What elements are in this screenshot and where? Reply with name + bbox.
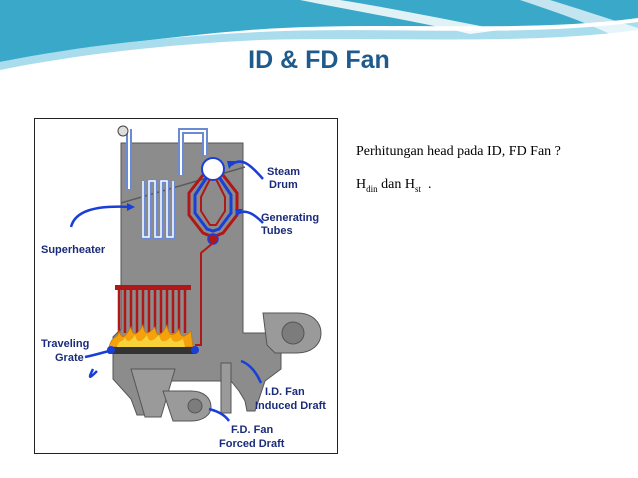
- slide-body-text: Perhitungan head pada ID, FD Fan ? Hdin …: [356, 144, 626, 211]
- downcomer-pipe: [195, 242, 214, 346]
- h-dynamic-base: H: [356, 177, 367, 192]
- id-fan-rotor: [281, 321, 305, 345]
- label-generating-tubes-line2: Tubes: [261, 225, 293, 237]
- pointer-arrows: [69, 160, 264, 422]
- label-fd-fan-line1: F.D. Fan: [231, 424, 273, 436]
- label-steam-drum-line1: Steam: [267, 166, 300, 178]
- superheater-coils: [141, 179, 175, 239]
- label-traveling-grate-line1: Traveling: [41, 338, 89, 350]
- label-steam-drum-line2: Drum: [269, 179, 298, 191]
- fd-fan-duct: [162, 390, 212, 422]
- steam-drum: [201, 157, 225, 181]
- label-fd-fan-line2: Forced Draft: [219, 438, 285, 450]
- question-text: Perhitungan head pada ID, FD Fan ?: [356, 144, 561, 159]
- header-wave-decoration: [0, 0, 638, 70]
- formula-connector: dan: [377, 177, 405, 192]
- fire-flames: [108, 323, 194, 348]
- exhaust-duct: [220, 362, 232, 414]
- label-id-fan-line2: Induced Draft: [255, 400, 326, 412]
- boiler-diagram-svg: Steam Drum Generating Tubes Superheater …: [41, 125, 326, 450]
- boiler-diagram: Steam Drum Generating Tubes Superheater …: [34, 118, 338, 454]
- label-generating-tubes-line1: Generating: [261, 212, 319, 224]
- h-dynamic-subscript: din: [366, 183, 378, 194]
- label-superheater: Superheater: [41, 244, 106, 256]
- h-static-base: H: [404, 177, 415, 192]
- valve-icon: [117, 125, 129, 137]
- mud-drum: [207, 233, 219, 245]
- slide-title: ID & FD Fan: [248, 46, 390, 74]
- ash-hopper: [130, 368, 176, 418]
- label-id-fan-line1: I.D. Fan: [265, 386, 305, 398]
- formula-trailing: .: [421, 177, 432, 192]
- traveling-grate: [107, 347, 197, 354]
- arrow-heads: [127, 161, 243, 217]
- furnace-tube-bank: [115, 285, 191, 333]
- label-traveling-grate-line2: Grate: [55, 352, 84, 364]
- head-formula: Hdin dan Hst .: [356, 177, 626, 194]
- h-static-subscript: st: [414, 183, 421, 194]
